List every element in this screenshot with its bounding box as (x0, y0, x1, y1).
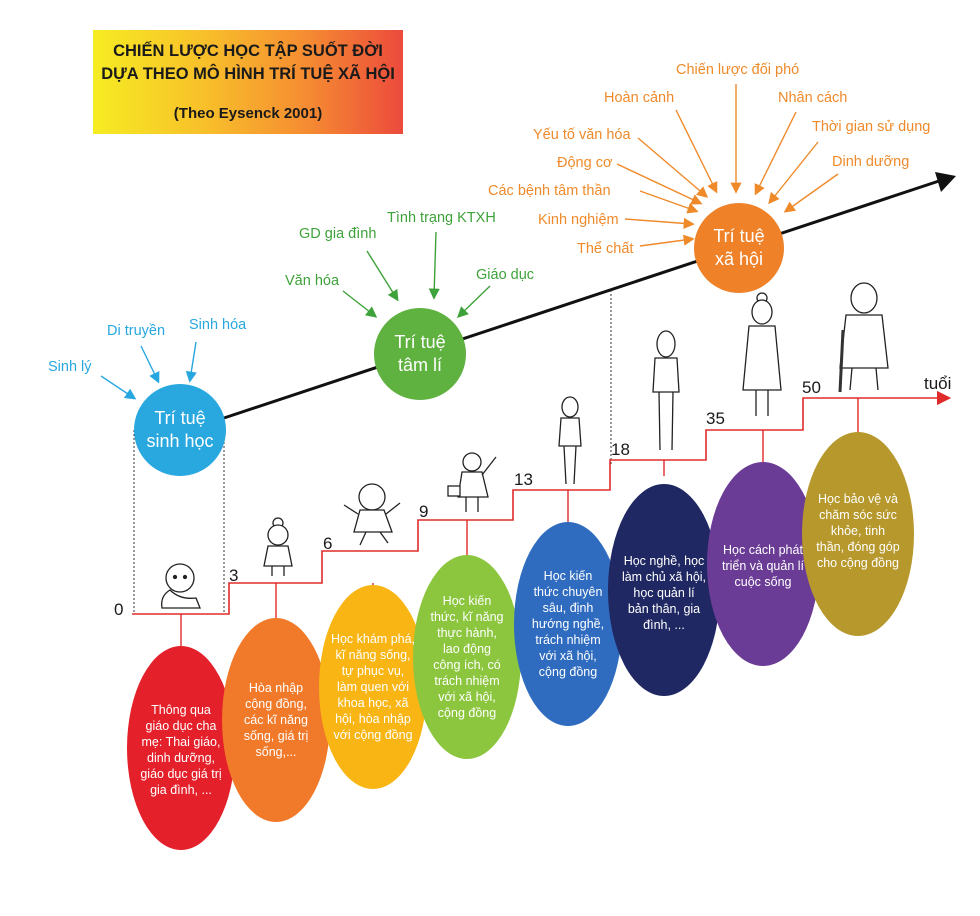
factor-label-yeu-to-van-hoa: Yếu tố văn hóa (533, 127, 631, 143)
title-source: (Theo Eysenck 2001) (173, 105, 323, 122)
age-label-9: 9 (419, 502, 429, 521)
title-line-1: CHIẾN LƯỢC HỌC TẬP SUỐT ĐỜI (113, 42, 383, 60)
stage-connectors (180, 398, 859, 648)
factor-label-sinh-ly: Sinh lý (48, 359, 92, 375)
elder-figure-icon (838, 282, 889, 393)
factor-label-gd-gia-dinh: GD gia đình (299, 226, 377, 242)
factor-label-di-truyen: Di truyền (107, 323, 166, 339)
psych-intelligence-label: Trí tuệ tâm lí (394, 332, 446, 375)
woman-figure-icon (742, 292, 782, 416)
factor-label-chien-luoc-doi-pho: Chiến lược đối phó (676, 62, 800, 78)
child-figure-icon (343, 483, 401, 546)
social-intelligence-label: Trí tuệ xã hội (713, 226, 765, 269)
factor-label-giao-duc: Giáo dục (476, 267, 535, 283)
age-axis-label: tuổi (924, 374, 952, 393)
stage-oval-35 (707, 462, 819, 666)
bio-intelligence-circle (134, 384, 226, 476)
age-label-35: 35 (706, 409, 725, 428)
stage-oval-6 (319, 585, 427, 789)
bio-intelligence-label: Trí tuệ sinh học (146, 408, 214, 451)
bio-factor-arrows (100, 341, 197, 400)
schoolgirl-figure-icon (447, 452, 497, 512)
factor-label-dinh-duong: Dinh dưỡng (832, 154, 910, 170)
stage-oval-0 (127, 646, 235, 850)
baby-figure-icon (161, 563, 201, 609)
teen-figure-icon (558, 396, 582, 485)
stage-oval-3 (222, 618, 330, 822)
age-label-0: 0 (114, 600, 124, 619)
social-factor-arrows (616, 84, 839, 247)
age-label-18: 18 (611, 440, 630, 459)
factor-label-cac-benh-tam-than: Các bệnh tâm thần (488, 183, 611, 199)
factor-label-tinh-trang-ktxh: Tình trạng KTXH (387, 210, 496, 226)
stage-oval-9 (413, 555, 521, 759)
factor-label-hoan-canh: Hoàn cảnh (604, 90, 675, 106)
factor-label-kinh-nghiem: Kinh nghiệm (538, 212, 619, 228)
stage-oval-50 (802, 432, 914, 636)
young-woman-figure-icon (652, 330, 680, 451)
psych-factor-arrows (342, 231, 491, 318)
stage-oval-13 (514, 522, 622, 726)
toddler-figure-icon (263, 517, 293, 576)
growth-arrow-line (223, 178, 943, 420)
factor-label-nhan-cach: Nhân cách (778, 90, 848, 106)
stage-text-6: Học khám phá,kĩ năng sống,tự phục vụ, là… (330, 632, 416, 742)
factor-label-dong-co: Động cơ (557, 155, 613, 171)
factor-label-the-chat: Thể chất (577, 241, 634, 257)
growth-arrow-head (935, 172, 956, 192)
stage-ovals (127, 432, 914, 850)
factor-label-thoi-gian-su-dung: Thời gian sử dụng (812, 119, 931, 135)
social-intelligence-circle (694, 203, 784, 293)
age-label-3: 3 (229, 566, 239, 585)
age-label-6: 6 (323, 534, 333, 553)
factor-label-van-hoa: Văn hóa (285, 273, 340, 289)
stage-oval-18 (608, 484, 720, 696)
title-box: CHIẾN LƯỢC HỌC TẬP SUỐT ĐỜI DỰA THEO MÔ … (93, 30, 403, 134)
psych-intelligence-circle (374, 308, 466, 400)
age-label-13: 13 (514, 470, 533, 489)
title-line-2: DỰA THEO MÔ HÌNH TRÍ TUỆ XÃ HỘI (101, 65, 395, 83)
age-label-50: 50 (802, 378, 821, 397)
factor-label-sinh-hoa: Sinh hóa (189, 317, 247, 333)
